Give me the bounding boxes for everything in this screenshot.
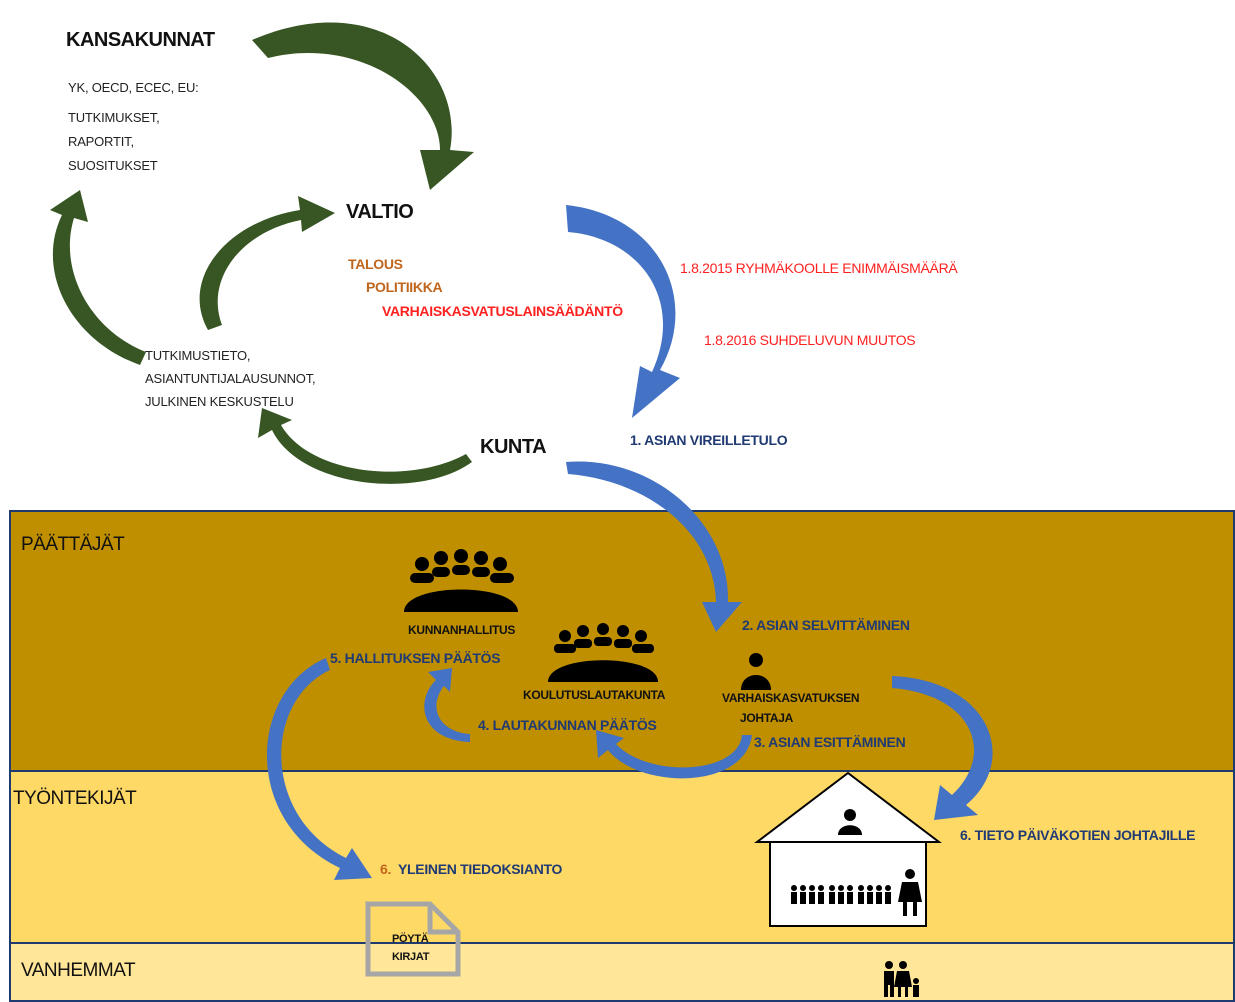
green-arrow-research-to-kansakunnat [50,190,146,365]
step-1-label: 1. ASIAN VIREILLETULO [630,432,788,448]
blue-arrow-hallitus-to-tiedoksianto [266,658,372,880]
green-arrow-research-to-valtio [199,196,335,330]
band-label-tyontekijat: TYÖNTEKIJÄT [13,788,137,809]
blue-arrow-lautakunta-to-hallitus [424,668,470,742]
change-2015: 1.8.2015 RYHMÄKOOLLE ENIMMÄISMÄÄRÄ [680,260,958,276]
band-vanhemmat: VANHEMMAT [9,942,1235,1002]
label-johtaja-line2: JOHTAJA [740,711,794,725]
label-lainsaadanto: VARHAISKASVATUSLAINSÄÄDÄNTÖ [382,303,623,319]
step-4-label: 4. LAUTAKUNNAN PÄÄTÖS [478,717,657,733]
step-2-label: 2. ASIAN SELVITTÄMINEN [742,617,910,633]
kansakunnat-item: RAPORTIT, [68,134,134,149]
band-label-vanhemmat: VANHEMMAT [21,960,136,981]
person-icon [741,653,771,690]
label-kirjat: KIRJAT [392,951,430,963]
node-valtio: VALTIO [346,201,414,223]
change-2016: 1.8.2016 SUHDELUVUN MUUTOS [704,332,916,348]
green-arrow-kunta-to-research [258,408,472,484]
research-item: TUTKIMUSTIETO, [145,348,251,363]
node-kansakunnat: KANSAKUNNAT [66,29,215,51]
document-icon [365,901,461,977]
step-6a-number: 6. [380,861,392,877]
committee-meeting-icon [548,623,658,682]
research-item: JULKINEN KESKUSTELU [145,394,294,409]
node-kunta: KUNTA [480,436,547,458]
blue-arrow-johtaja-to-lautakunta [596,730,752,779]
step-5-label: 5. HALLITUKSEN PÄÄTÖS [330,650,501,666]
label-poyta: PÖYTÄ [392,933,429,945]
blue-arrow-kunta-to-selvittaminen [566,461,742,632]
band-tyontekijat: TYÖNTEKIJÄT [9,770,1235,944]
step-6a-label: YLEINEN TIEDOKSIANTO [398,861,563,877]
step-6b-label: 6. TIETO PÄIVÄKOTIEN JOHTAJILLE [960,827,1196,843]
research-item: ASIANTUNTIJALAUSUNNOT, [145,371,316,386]
daycare-house-icon [754,771,942,927]
label-koulutuslautakunta: KOULUTUSLAUTAKUNTA [523,688,666,702]
blue-arrow-valtio-to-kunta [566,205,680,418]
children-icon [791,885,891,904]
step-3-label: 3. ASIAN ESITTÄMINEN [754,734,906,750]
kansakunnat-item: TUTKIMUKSET, [68,110,160,125]
kansakunnat-orgs: YK, OECD, ECEC, EU: [68,80,199,95]
label-talous: TALOUS [348,256,403,272]
board-meeting-icon [404,549,518,612]
green-arrow-kansakunnat-to-valtio [252,22,474,191]
label-johtaja-line1: VARHAISKASVATUKSEN [722,691,860,705]
band-label-paattajat: PÄÄTTÄJÄT [21,534,125,555]
label-kunnanhallitus: KUNNANHALLITUS [408,623,516,637]
teacher-icon [898,869,922,916]
kansakunnat-item: SUOSITUKSET [68,158,158,173]
family-icon [884,961,919,997]
label-politiikka: POLITIIKKA [366,279,443,295]
blue-arrow-johtaja-to-paivakoti [892,676,993,820]
